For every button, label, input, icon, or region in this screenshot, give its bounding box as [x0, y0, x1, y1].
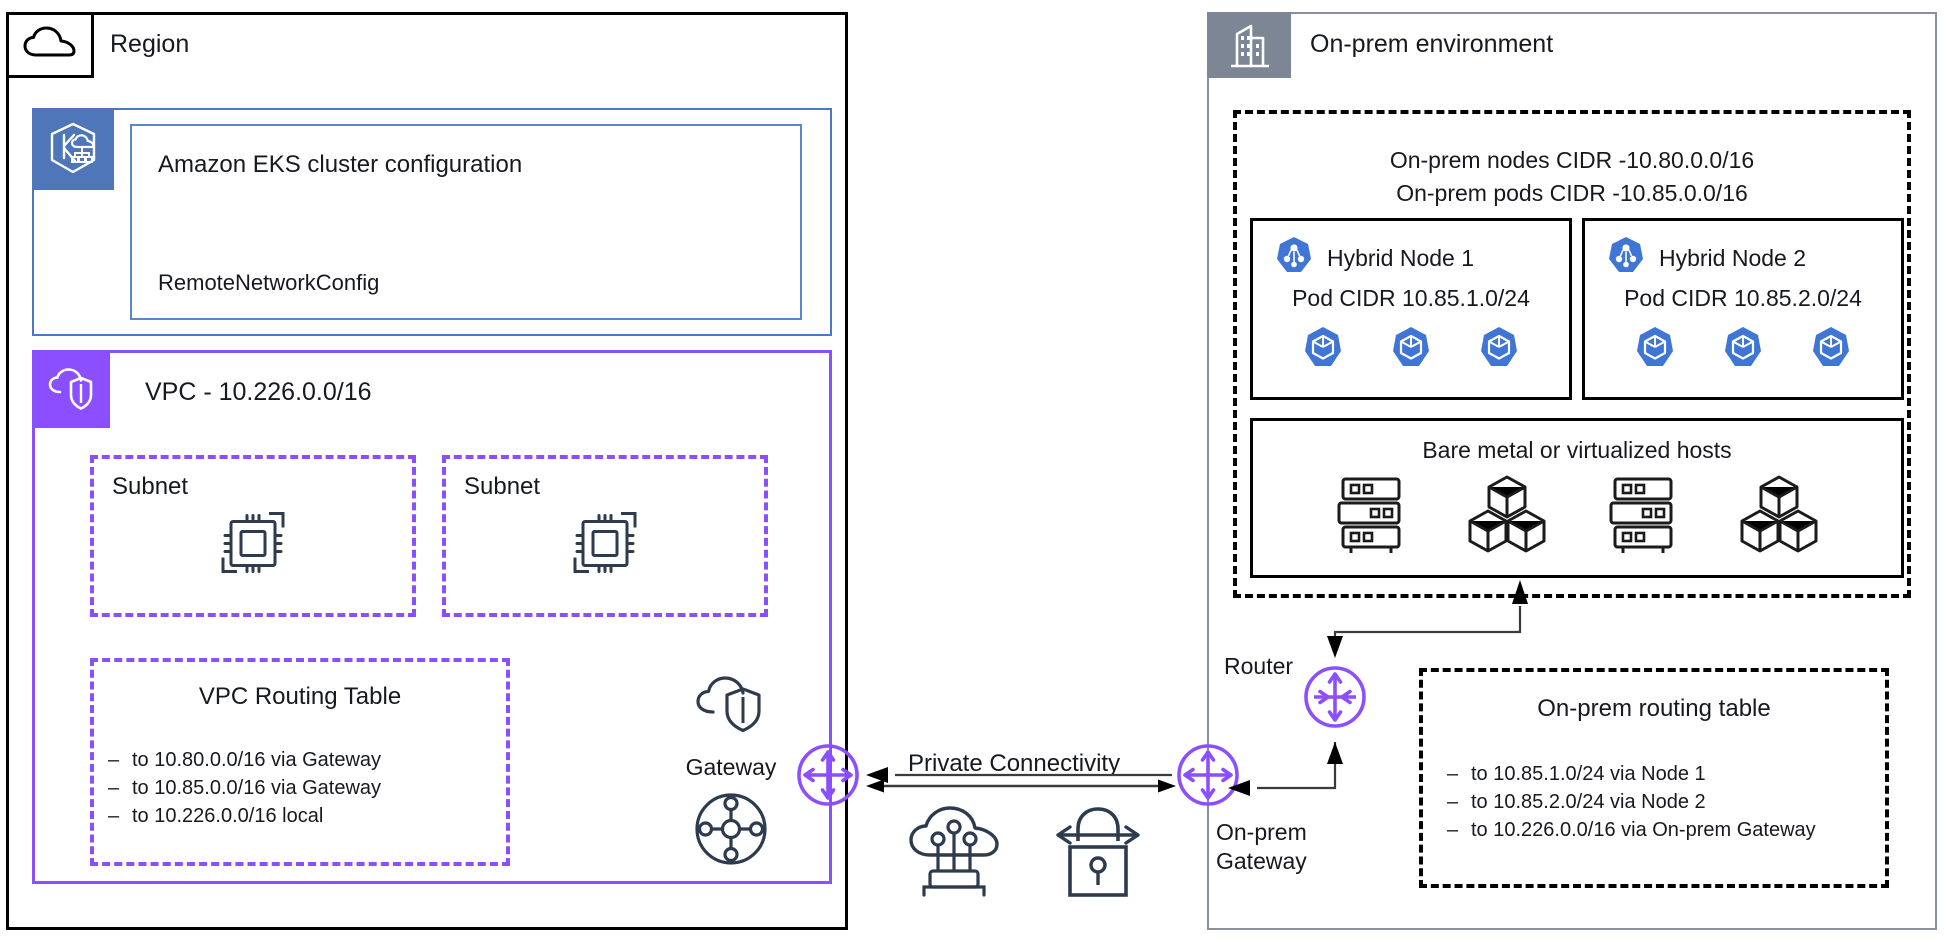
table-row: –to 10.226.0.0/16 local [108, 802, 381, 830]
bullet-dash: – [108, 777, 120, 799]
onprem-route-1: to 10.85.2.0/24 via Node 2 [1471, 791, 1706, 813]
direct-connect-cloud-icon [900, 799, 1008, 908]
kubernetes-node-icon [1275, 235, 1313, 280]
bare-metal-icons [1253, 473, 1901, 562]
bullet-dash: – [1447, 763, 1459, 785]
aws-gateway-node-icon [795, 742, 861, 808]
vpc-route-0: to 10.80.0.0/16 via Gateway [132, 749, 382, 771]
onprem-pods-cidr: On-prem pods CIDR -10.85.0.0/16 [1396, 180, 1748, 206]
subnet-2: Subnet [442, 455, 768, 617]
containers-icon [1737, 473, 1821, 562]
bare-metal-title: Bare metal or virtualized hosts [1422, 437, 1732, 463]
onprem-routing-table-rows: –to 10.85.1.0/24 via Node 1 –to 10.85.2.… [1447, 760, 1816, 844]
hybrid-node-2: Hybrid Node 2 Pod CIDR 10.85.2.0/24 [1582, 218, 1904, 400]
onprem-nodes-cidr: On-prem nodes CIDR -10.80.0.0/16 [1389, 147, 1755, 173]
onprem-cidr-lines: On-prem nodes CIDR -10.80.0.0/16 On-prem… [1237, 144, 1907, 210]
ec2-instances-icon [209, 504, 297, 587]
router-node-icon [1302, 664, 1368, 730]
private-connectivity-label: Private Connectivity [908, 750, 1121, 777]
onprem-environment-label: On-prem environment [1310, 30, 1554, 58]
bullet-dash: – [108, 805, 120, 827]
cloud-shield-icon [687, 672, 775, 743]
aws-gateway-label: Gateway [685, 754, 777, 780]
amazon-eks-icon [32, 108, 114, 190]
vpc-label: VPC - 10.226.0.0/16 [145, 378, 372, 406]
table-row: –to 10.80.0.0/16 via Gateway [108, 746, 381, 774]
private-connectivity-icons [900, 798, 1150, 908]
vpn-lock-icon [1046, 799, 1150, 908]
containers-icon [1465, 473, 1549, 562]
bullet-dash: – [1447, 819, 1459, 841]
hybrid-node-2-title: Hybrid Node 2 [1659, 244, 1807, 271]
onprem-gateway-label-line2: Gateway [1216, 848, 1307, 874]
hybrid-node-2-header: Hybrid Node 2 [1607, 235, 1806, 280]
pod-icon [1722, 325, 1764, 374]
subnet-1: Subnet [90, 455, 416, 617]
vpc-routing-table: VPC Routing Table –to 10.80.0.0/16 via G… [90, 658, 510, 866]
table-row: –to 10.85.2.0/24 via Node 2 [1447, 788, 1816, 816]
transit-gateway-icon [693, 791, 769, 872]
aws-region-cloud-icon [6, 12, 94, 78]
hybrid-node-1-pods [1253, 325, 1569, 374]
hybrid-node-2-pods [1585, 325, 1901, 374]
onprem-gateway-label-line1: On-prem [1216, 819, 1307, 845]
region-label: Region [110, 30, 190, 58]
server-rack-icon [1333, 473, 1409, 562]
bare-metal-hosts-container: Bare metal or virtualized hosts [1250, 418, 1904, 578]
vpc-routing-table-rows: –to 10.80.0.0/16 via Gateway –to 10.85.0… [108, 746, 381, 830]
private-connectivity-double-arrow [866, 778, 1176, 794]
ec2-instances-icon [561, 504, 649, 587]
server-rack-icon [1605, 473, 1681, 562]
onprem-gateway-node-icon [1175, 742, 1241, 808]
hybrid-node-1-pod-cidr: Pod CIDR 10.85.1.0/24 [1292, 285, 1530, 311]
pod-icon [1302, 325, 1344, 374]
bullet-dash: – [108, 749, 120, 771]
aws-gateway-group: Gateway [670, 672, 792, 872]
eks-config-inner-frame [130, 124, 802, 320]
vpc-route-2: to 10.226.0.0/16 local [132, 805, 324, 827]
amazon-vpc-icon [32, 350, 110, 428]
pod-icon [1478, 325, 1520, 374]
onprem-route-0: to 10.85.1.0/24 via Node 1 [1471, 763, 1706, 785]
pod-icon [1810, 325, 1852, 374]
hybrid-node-2-pod-cidr: Pod CIDR 10.85.2.0/24 [1624, 285, 1862, 311]
vpc-route-1: to 10.85.0.0/16 via Gateway [132, 777, 382, 799]
hybrid-node-1: Hybrid Node 1 Pod CIDR 10.85.1.0/24 [1250, 218, 1572, 400]
hybrid-node-1-header: Hybrid Node 1 [1275, 235, 1474, 280]
bullet-dash: – [1447, 791, 1459, 813]
onprem-route-2: to 10.226.0.0/16 via On-prem Gateway [1471, 819, 1816, 841]
kubernetes-node-icon [1607, 235, 1645, 280]
table-row: –to 10.85.0.0/16 via Gateway [108, 774, 381, 802]
router-label: Router [1224, 653, 1294, 679]
hybrid-node-1-title: Hybrid Node 1 [1327, 244, 1475, 271]
pod-icon [1634, 325, 1676, 374]
onprem-gateway-label: On-prem Gateway [1216, 818, 1307, 876]
table-row: –to 10.85.1.0/24 via Node 1 [1447, 760, 1816, 788]
subnet-1-label: Subnet [112, 473, 189, 500]
onprem-routing-table-title: On-prem routing table [1537, 695, 1771, 722]
corporate-datacenter-icon [1207, 12, 1291, 78]
vpc-routing-table-title: VPC Routing Table [198, 683, 402, 710]
subnet-2-label: Subnet [464, 473, 541, 500]
eks-config-title: Amazon EKS cluster configuration [158, 151, 523, 178]
remote-network-config-label: RemoteNetworkConfig [158, 270, 380, 295]
table-row: –to 10.226.0.0/16 via On-prem Gateway [1447, 816, 1816, 844]
onprem-routing-table: On-prem routing table –to 10.85.1.0/24 v… [1419, 668, 1889, 888]
pod-icon [1390, 325, 1432, 374]
